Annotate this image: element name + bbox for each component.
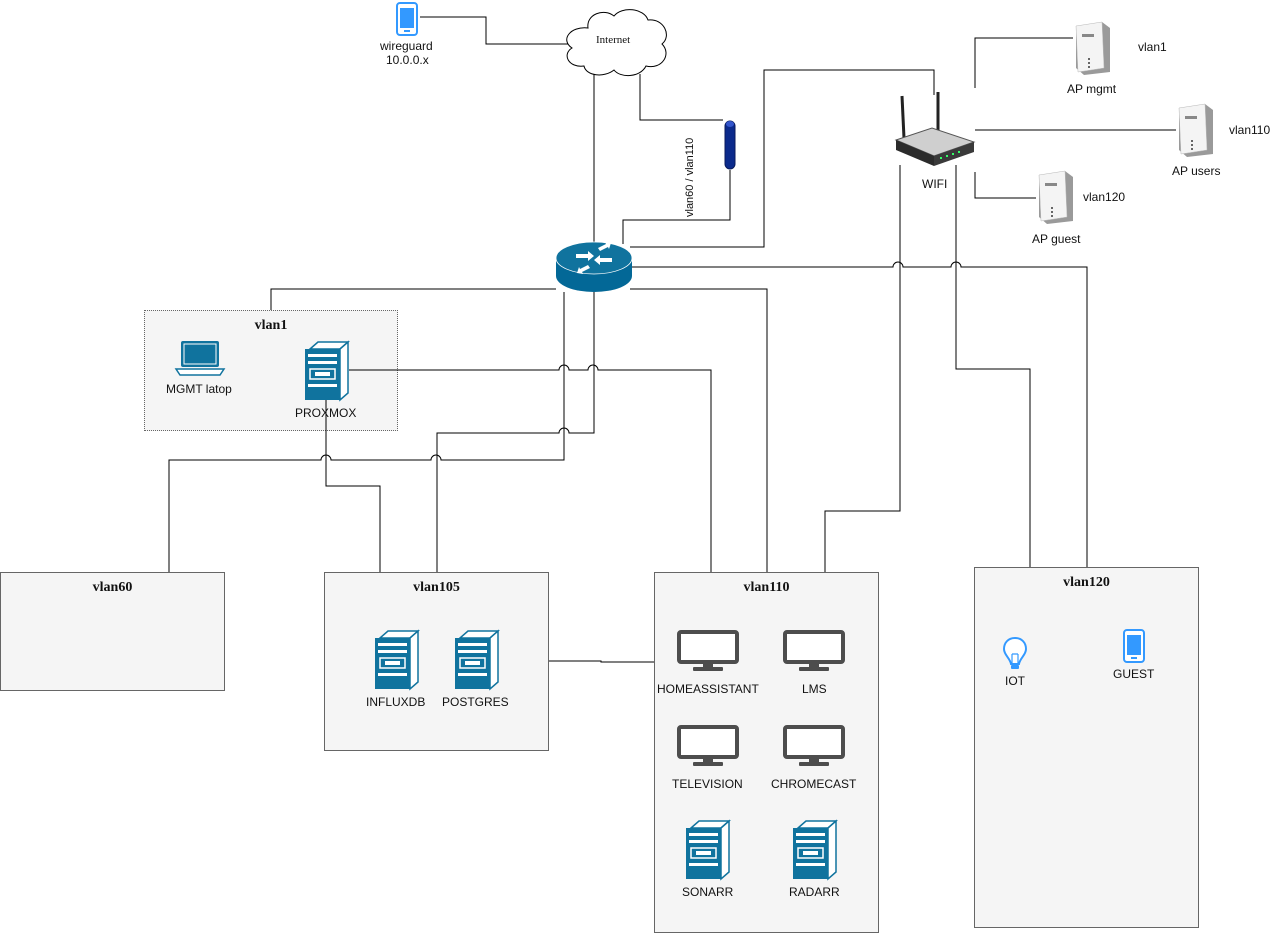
wireguard-subnet: 10.0.0.x	[386, 53, 429, 67]
wire-vlan105-vlan110	[549, 660, 654, 663]
server-icon	[686, 819, 731, 881]
wire-internet-uplink	[639, 74, 723, 121]
monitor-icon	[677, 725, 739, 766]
influxdb-label: INFLUXDB	[366, 695, 426, 709]
wire-uplink-router	[622, 170, 731, 244]
uplink-modem-icon	[724, 120, 736, 170]
router-icon	[555, 241, 633, 292]
wifi-label: WIFI	[922, 177, 948, 191]
postgres-label: POSTGRES	[442, 695, 509, 709]
vlan60-title: vlan60	[92, 580, 133, 595]
server-icon	[305, 340, 350, 402]
wire-proxmox-vlan105	[325, 400, 381, 572]
laptop-icon	[174, 341, 226, 376]
wire-router-vlan105	[436, 292, 595, 572]
access-point-icon	[1038, 170, 1073, 224]
server-icon	[793, 819, 838, 881]
vlan105-title: vlan105	[413, 580, 460, 595]
server-icon	[455, 629, 500, 691]
vlan60-group: vlan60	[0, 572, 225, 691]
monitor-icon	[677, 630, 739, 671]
guest-label: GUEST	[1113, 667, 1155, 681]
ap-users-label: AP users	[1172, 164, 1221, 178]
wire-router-wifi	[630, 69, 935, 248]
ap-mgmt-vlan-label: vlan1	[1138, 40, 1167, 54]
ap-users-vlan-label: vlan110	[1229, 123, 1271, 137]
lms-label: LMS	[802, 682, 827, 696]
wire-wifi-ap-guest	[974, 172, 1036, 199]
iot-label: IOT	[1005, 674, 1025, 688]
television-label: TELEVISION	[672, 777, 743, 791]
wire-wireguard-internet	[420, 16, 568, 45]
chromecast-label: CHROMECAST	[771, 777, 857, 791]
wire-router-vlan110	[630, 288, 768, 572]
vlan105-group: vlan105	[324, 572, 549, 751]
ap-guest-label: AP guest	[1032, 232, 1081, 246]
wire-router-vlan60	[168, 292, 565, 572]
vlan110-title: vlan110	[743, 580, 790, 595]
wifi-router-icon	[894, 92, 976, 166]
radarr-label: RADARR	[789, 885, 840, 899]
ap-mgmt-label: AP mgmt	[1067, 82, 1117, 96]
wire-wifi-vlan110	[824, 165, 901, 572]
mobile-phone-icon	[396, 2, 418, 36]
wireguard-label: wireguard	[380, 39, 433, 53]
monitor-icon	[783, 725, 845, 766]
mobile-phone-icon	[1123, 629, 1145, 663]
uplink-vlan-label: vlan60 / vlan110	[684, 137, 696, 217]
vlan120-group: vlan120	[974, 567, 1199, 928]
wire-wifi-vlan120	[955, 165, 1031, 567]
wire-router-vlan1	[270, 288, 556, 310]
wire-proxmox-vlan110	[349, 364, 712, 572]
homeassistant-label: HOMEASSISTANT	[657, 682, 759, 696]
wire-wifi-ap-mgmt	[974, 37, 1073, 88]
server-icon	[375, 629, 420, 691]
light-bulb-icon	[1002, 636, 1028, 669]
internet-label: Internet	[596, 34, 631, 46]
ap-guest-vlan-label: vlan120	[1083, 190, 1126, 204]
proxmox-label: PROXMOX	[295, 406, 357, 420]
access-point-icon	[1075, 21, 1110, 75]
vlan1-title: vlan1	[254, 318, 288, 333]
wire-router-vlan120	[632, 261, 1088, 567]
cloud-icon	[566, 9, 667, 76]
access-point-icon	[1178, 103, 1213, 157]
vlan120-title: vlan120	[1063, 575, 1110, 590]
mgmt-laptop-label: MGMT latop	[166, 382, 232, 396]
monitor-icon	[783, 630, 845, 671]
sonarr-label: SONARR	[682, 885, 734, 899]
